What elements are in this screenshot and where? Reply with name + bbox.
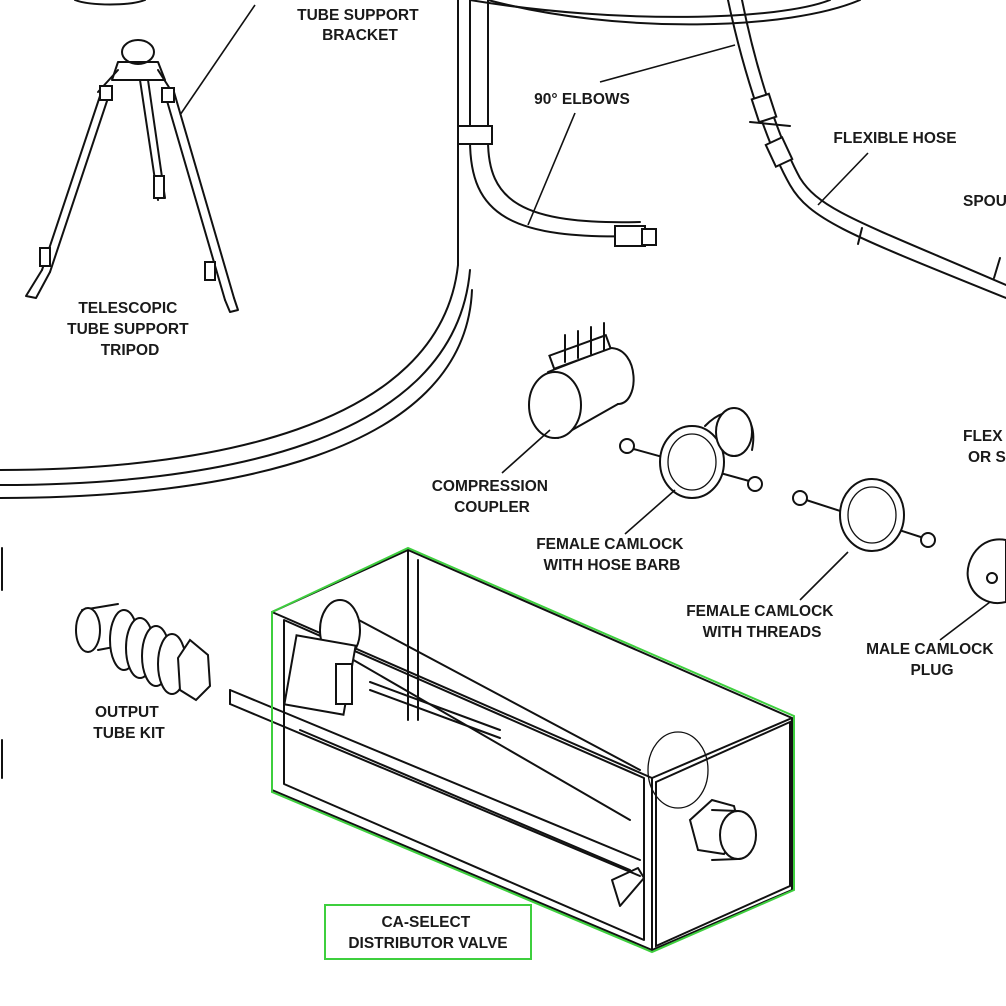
- bracket-leader: [179, 4, 256, 116]
- elbow-tube-drawing: [457, 0, 657, 247]
- distributor-valve-drawing: [229, 546, 795, 954]
- male-plug-drawing: [966, 538, 1006, 604]
- label-90-elbows: 90° ELBOWS: [534, 91, 630, 108]
- camlock-threads-leader: [799, 551, 849, 601]
- camlock-threads-drawing: [792, 478, 936, 552]
- label-female-camlock-threads: FEMALE CAMLOCK WITH THREADS: [686, 603, 838, 641]
- distributor-valve-label-box: [324, 904, 532, 960]
- label-female-camlock-barb: FEMALE CAMLOCK WITH HOSE BARB: [536, 536, 688, 574]
- label-output-tube-kit: OUTPUT TUBE KIT: [93, 704, 165, 742]
- camlock-barb-drawing: [619, 407, 763, 499]
- output-tube-kit-drawing: [75, 603, 212, 702]
- top-partial-part: [74, 0, 146, 6]
- flex-hose-leader: [817, 152, 869, 206]
- label-tube-support-bracket: TUBE SUPPORT BRACKET: [297, 7, 423, 44]
- elbows-leader-bottom: [527, 112, 576, 226]
- bin-outline: [0, 0, 861, 499]
- coupler-leader: [501, 429, 551, 474]
- label-telescopic-tripod: TELESCOPIC TUBE SUPPORT TRIPOD: [67, 300, 193, 359]
- label-flexible-hose: FLEXIBLE HOSE: [833, 130, 956, 147]
- camlock-barb-leader: [624, 489, 676, 535]
- label-male-camlock-plug: MALE CAMLOCK PLUG: [866, 641, 998, 679]
- label-compression-coupler: COMPRESSION COUPLER: [432, 478, 553, 516]
- label-distributor-valve: CA-SELECT DISTRIBUTOR VALVE: [348, 914, 507, 952]
- compression-coupler-drawing: [528, 322, 635, 439]
- label-flex-partial: FLEX OR S: [963, 428, 1006, 466]
- flexible-hose-drawing: [727, 0, 1006, 299]
- label-spout-partial: SPOU: [963, 193, 1006, 210]
- tripod-drawing: [25, 39, 239, 313]
- plug-leader: [939, 601, 991, 641]
- elbows-leader-top: [599, 44, 736, 83]
